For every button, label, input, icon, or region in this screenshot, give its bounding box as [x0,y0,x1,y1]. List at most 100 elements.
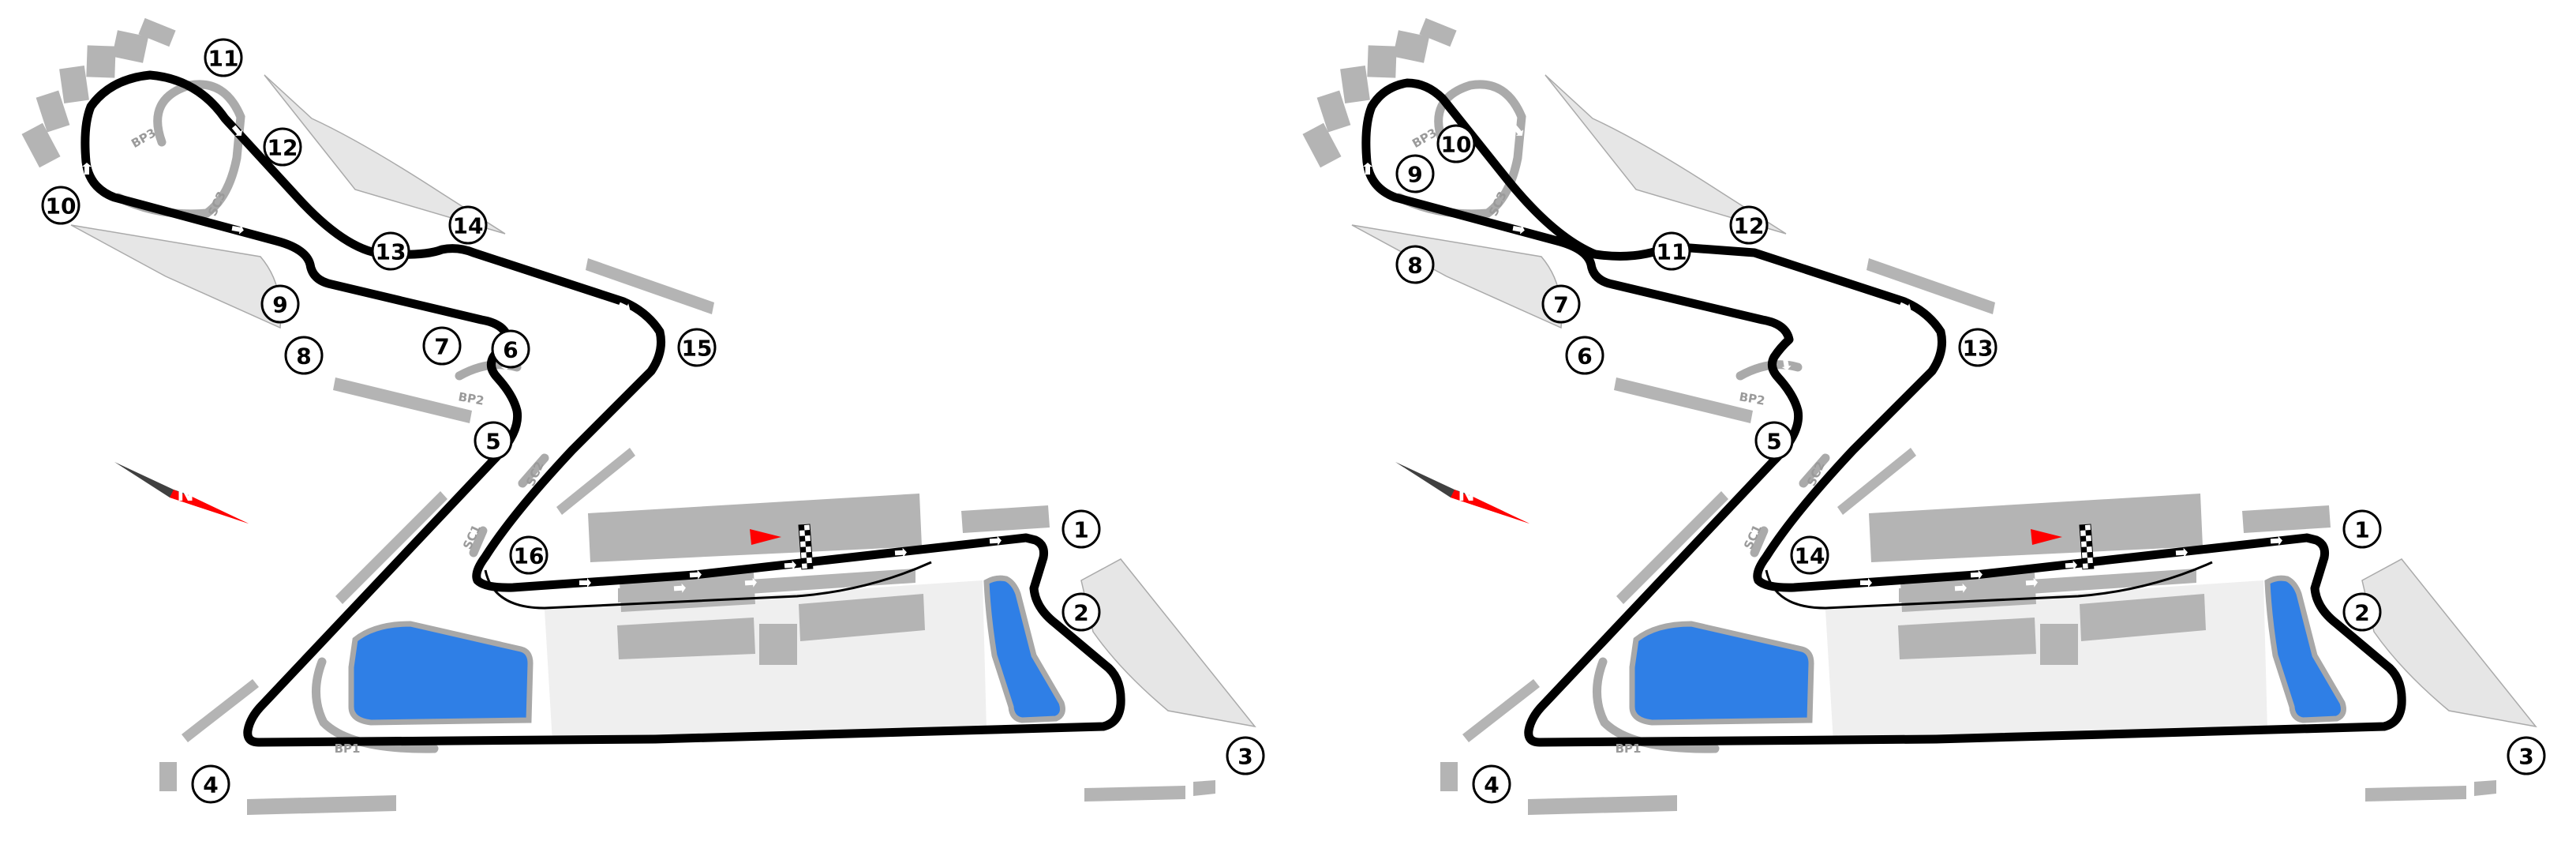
turn-marker-13: 13 [1958,328,1998,367]
pit-building-c [1898,618,2036,659]
direction-arrow-4 [2175,547,2188,558]
direction-arrow-3 [784,560,796,570]
turn-number: 4 [203,772,218,798]
turn-marker-8: 8 [1395,245,1435,284]
road-label-sc3: SC3 [1486,190,1510,219]
race-track [80,70,1125,747]
direction-arrow-1 [1860,578,1872,588]
compass: N [1395,462,1530,524]
turn-number: 9 [1407,162,1422,188]
shortcut-sc1 [469,526,488,558]
pit-garages [618,569,915,603]
turn-marker-14: 14 [448,205,488,245]
turn-number: 16 [514,543,545,569]
direction-arrow-17 [618,302,631,313]
turn-number: 12 [1734,213,1765,239]
grandstand-turn1 [961,505,1050,533]
turn-number: 8 [1407,253,1422,279]
turn-marker-8: 8 [284,336,324,375]
direction-arrow-17 [1899,302,1911,313]
grandstand-t3b [2474,780,2496,796]
direction-arrow-21 [1363,163,1372,175]
grandstand-arc-6 [1419,17,1457,47]
turn-number: 11 [1657,239,1687,265]
grandstand-arc-6 [138,17,176,47]
turn-number: 10 [1441,132,1472,158]
direction-arrow-13 [1637,764,1649,774]
direction-arrow-12 [1779,763,1791,772]
pit-building-d [2040,624,2078,665]
turn-marker-15: 15 [677,328,717,367]
direction-arrow-10 [877,760,889,769]
direction-arrow-2 [1970,569,1983,580]
pit-lane [484,561,932,610]
direction-arrow-8 [744,577,757,588]
grandstand-t15 [1866,258,1995,314]
road-label-bp1: BP1 [1616,742,1642,756]
road-label-bp2: BP2 [1738,389,1766,407]
direction-arrow-21 [82,163,92,175]
direction-arrow-5 [2270,535,2282,546]
turn-marker-1: 1 [2342,509,2382,549]
direction-arrow-7 [673,583,686,593]
grandstand-bottom [1528,795,1677,815]
grandstand-sc2 [1837,448,1916,515]
direction-arrow-11 [680,763,691,772]
grandstand-t3a [1084,786,1185,802]
turn-marker-12: 12 [263,127,302,167]
turn-number: 2 [2354,600,2369,626]
turn-number: 5 [485,429,500,455]
main-grandstand [588,494,922,562]
direction-arrow-16 [1884,371,1895,383]
grandstand-arc-1 [1302,122,1342,168]
pit-building-b [2080,594,2206,641]
turn-number: 15 [682,336,713,362]
direction-arrow-6 [1828,593,1840,603]
turn-number: 1 [1073,517,1088,543]
grandstand-turn1 [2242,505,2331,533]
grandstand-t4b [159,762,177,791]
turn-number: 13 [1963,336,1994,362]
grandstand-arc-2 [1316,90,1351,133]
grandstand-t3b [1193,780,1215,796]
direction-arrow-10 [2158,760,2170,769]
grandstand-arc-3 [1340,65,1370,104]
turn-marker-4: 4 [191,764,230,804]
direction-arrow-11 [1960,763,1972,772]
turn-number: 8 [296,344,311,370]
direction-arrow-2 [689,569,702,580]
grandstand-arc-2 [36,90,70,133]
turn-number: 7 [1553,292,1568,318]
shortcut-sc1 [1750,526,1769,558]
direction-arrow-12 [498,763,510,772]
turn-number: 6 [503,337,518,363]
direction-arrow-15 [1773,493,1784,505]
turn-marker-5: 5 [474,421,513,460]
turn-marker-1: 1 [1061,509,1101,549]
grandstand-arc-4 [86,45,116,78]
start-finish-line [2079,524,2095,570]
grandstand-sc2 [556,448,635,515]
turn-marker-5: 5 [1754,421,1794,460]
direction-arrow-6 [547,593,560,603]
turn-marker-13: 13 [371,231,410,271]
pit-garages [1899,569,2196,603]
grandstand-sc1 [335,491,447,604]
turn-marker-3: 3 [2507,736,2546,775]
flag-marker [750,529,781,545]
turn-number: 5 [1766,429,1781,455]
grandstand-arc-5 [1392,30,1430,63]
turn-marker-14: 14 [1790,535,1829,575]
direction-arrow-4 [894,547,907,558]
direction-arrow-9 [1066,757,1078,767]
turn-marker-10: 10 [1436,124,1476,163]
turn-marker-11: 11 [1652,231,1691,271]
spectator-zone-north [1544,74,1787,235]
turn-marker-12: 12 [1729,205,1769,245]
direction-arrow-14 [1713,552,1725,564]
direction-arrow-8 [2025,577,2038,588]
pit-building-d [759,624,797,665]
grandstand-arc-4 [1367,45,1397,78]
turn-number: 10 [46,193,77,220]
direction-arrow-7 [1954,583,1967,593]
